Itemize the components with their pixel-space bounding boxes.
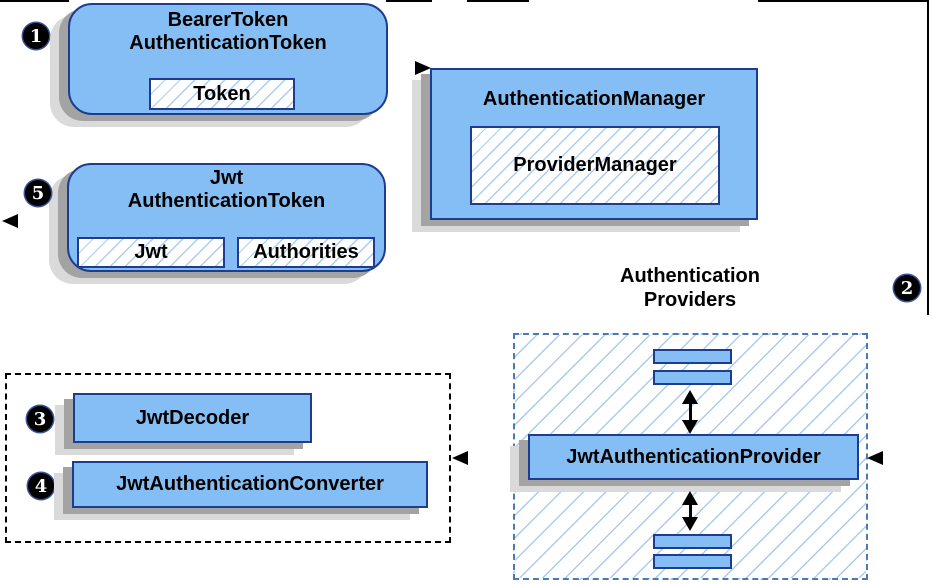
node-title-line2: AuthenticationToken [127, 190, 326, 212]
arrowhead-down-icon [682, 517, 698, 531]
node-jwt-decoder: JwtDecoder [73, 393, 312, 443]
arrowhead-right-icon [415, 61, 431, 75]
connector-provider-to-decoder [467, 0, 529, 2]
node-jwt-authentication-token: Jwt AuthenticationToken Jwt Authorities [67, 163, 386, 272]
providers-group-label: Authentication Providers [558, 264, 822, 312]
double-arrow-icon [682, 390, 698, 434]
arrowhead-up-icon [682, 491, 698, 505]
step-number: 2 [900, 277, 914, 299]
providers-group-box: JwtAuthenticationProvider [513, 333, 868, 580]
connector-step2-top [758, 0, 929, 2]
node-title-line2: AuthenticationToken [129, 32, 327, 54]
node-title: Jwt AuthenticationToken [69, 167, 384, 213]
decoder-group-box: 3 JwtDecoder 4 JwtAuthenticationConverte… [5, 373, 451, 543]
step-number: 3 [33, 408, 47, 430]
arrowhead-left-icon [867, 451, 883, 465]
providers-group-label-line2: Providers [643, 289, 737, 311]
step-number: 4 [34, 475, 48, 497]
provider-placeholder-bar [653, 370, 732, 385]
node-title: BearerToken AuthenticationToken [70, 9, 386, 55]
provider-placeholder-bar [653, 554, 732, 569]
provider-placeholder-bar [653, 349, 732, 364]
arrow-shaft [688, 399, 692, 425]
step-badge-2: 2 [894, 275, 920, 301]
step-number: 1 [29, 25, 43, 47]
provider-placeholder-bar [653, 534, 732, 549]
node-authentication-manager: AuthenticationManager ProviderManager [430, 68, 758, 220]
step-badge-3: 3 [27, 406, 53, 432]
double-arrow-icon [682, 491, 698, 531]
field-authorities: Authorities [237, 237, 375, 268]
arrowhead-left-icon [2, 214, 18, 228]
node-title: AuthenticationManager [482, 88, 706, 110]
step-badge-4: 4 [28, 473, 54, 499]
step-badge-5: 5 [25, 180, 51, 206]
connector-response-out [16, 0, 69, 2]
node-title-line1: Jwt [209, 167, 244, 189]
step-badge-1: 1 [23, 23, 49, 49]
field-jwt: Jwt [77, 237, 225, 268]
node-jwt-authentication-converter: JwtAuthenticationConverter [72, 461, 428, 508]
providers-group-label-line1: Authentication [620, 265, 760, 287]
connector-step2-bottom [882, 0, 929, 2]
arrow-shaft [688, 500, 692, 522]
arrowhead-up-icon [682, 390, 698, 404]
node-bearer-token-authentication-token: BearerToken AuthenticationToken Token [68, 3, 388, 115]
connector-manager-to-jwt-token [386, 0, 432, 2]
field-provider-manager: ProviderManager [470, 126, 720, 205]
arrowhead-left-icon [452, 451, 468, 465]
field-token: Token [149, 78, 295, 110]
step-number: 5 [31, 182, 45, 204]
arrowhead-down-icon [682, 420, 698, 434]
connector-step2-side [927, 0, 929, 315]
node-jwt-authentication-provider: JwtAuthenticationProvider [528, 434, 859, 480]
node-title-line1: BearerToken [167, 9, 289, 31]
